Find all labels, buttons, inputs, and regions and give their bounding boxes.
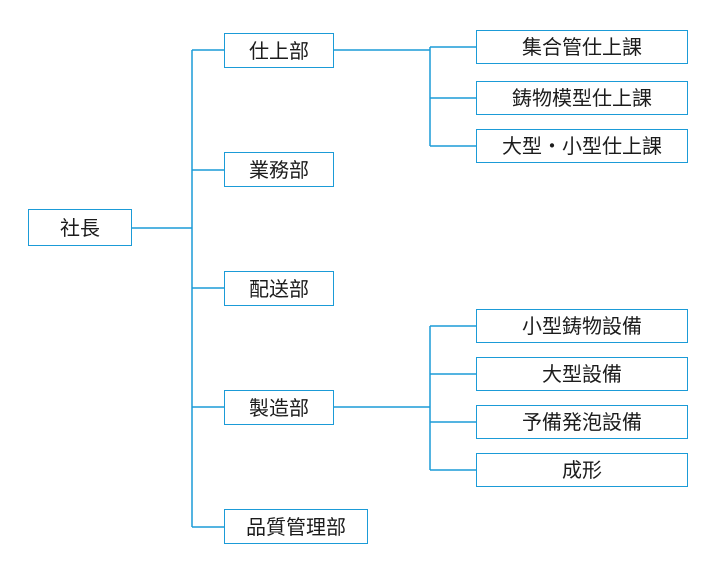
org-node-label: 小型鋳物設備	[522, 314, 642, 338]
org-node-business-dept: 業務部	[224, 152, 334, 187]
org-node-label: 品質管理部	[246, 514, 346, 539]
org-node-label: 仕上部	[249, 38, 309, 63]
org-node-label: 成形	[562, 458, 602, 482]
org-node-label: 社長	[60, 215, 100, 240]
org-node-label: 配送部	[249, 276, 309, 301]
org-node-section: 集合管仕上課	[476, 30, 688, 64]
org-node-section: 大型・小型仕上課	[476, 129, 688, 163]
org-node-label: 予備発泡設備	[522, 410, 642, 434]
org-node-ceo: 社長	[28, 209, 132, 246]
org-node-label: 鋳物模型仕上課	[512, 86, 652, 110]
org-node-label: 製造部	[249, 395, 309, 420]
org-node-section: 予備発泡設備	[476, 405, 688, 439]
org-node-label: 大型・小型仕上課	[502, 134, 662, 158]
org-node-manufacturing-dept: 製造部	[224, 390, 334, 425]
org-node-section: 成形	[476, 453, 688, 487]
org-node-section: 小型鋳物設備	[476, 309, 688, 343]
org-node-quality-control-dept: 品質管理部	[224, 509, 368, 544]
org-node-delivery-dept: 配送部	[224, 271, 334, 306]
org-node-label: 集合管仕上課	[522, 35, 642, 59]
org-node-label: 大型設備	[542, 362, 622, 386]
org-node-section: 鋳物模型仕上課	[476, 81, 688, 115]
org-node-section: 大型設備	[476, 357, 688, 391]
org-node-finishing-dept: 仕上部	[224, 33, 334, 68]
org-node-label: 業務部	[249, 157, 309, 182]
